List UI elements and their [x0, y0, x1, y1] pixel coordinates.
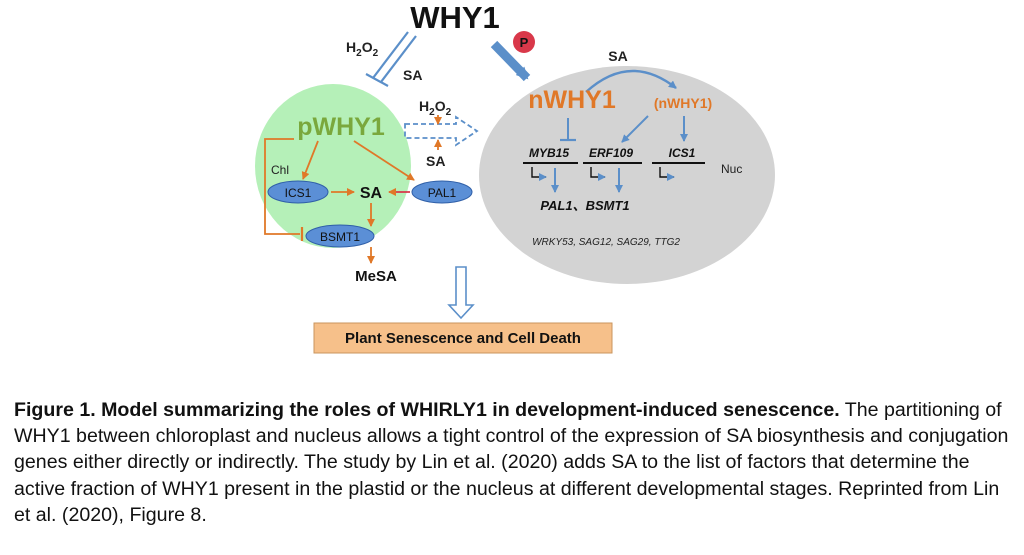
chloroplast-shape: [255, 84, 411, 248]
caption-title: Figure 1. Model summarizing the roles of…: [14, 399, 840, 421]
chl-label: Chl: [271, 163, 289, 177]
nucleus-shape: [479, 66, 775, 284]
ics1-label: ICS1: [285, 186, 312, 200]
bsmt1-label: BSMT1: [320, 230, 360, 244]
sa-chloroplast-label: SA: [360, 185, 383, 202]
why1-to-chloroplast-line-a: [372, 31, 409, 79]
sa-mid-label: SA: [426, 153, 445, 169]
why1-label: WHY1: [410, 0, 500, 35]
bsmt1-enzyme: [305, 224, 375, 248]
sa-top-right-label: SA: [608, 48, 627, 64]
dashed-transfer-arrow: [404, 115, 479, 147]
why1-to-nucleus-arrow: [490, 40, 531, 82]
outcome-label: Plant Senescence and Cell Death: [345, 330, 581, 347]
nuc-label: Nuc: [721, 162, 742, 176]
myb15-promoter: [531, 167, 547, 181]
phospho-badge: [513, 31, 535, 53]
figure-caption: Figure 1. Model summarizing the roles of…: [14, 397, 1020, 528]
inhibit-bar-left: [365, 73, 389, 87]
caption-body: The partitioning of WHY1 between chlorop…: [14, 399, 1009, 526]
whirly1-diagram: WHY1 H2O2 SA P SA H2O2 SA pWHY1 Chl ICS1…: [255, 0, 775, 354]
phospho-label: P: [520, 35, 529, 50]
pwhy1-to-pal1-arrow: [353, 140, 415, 181]
ics1-enzyme: [267, 180, 329, 204]
pwhy1-label: pWHY1: [297, 113, 385, 141]
pwhy1-inhibit-bsmt1: [264, 138, 300, 235]
myb15-gene: MYB15: [529, 146, 569, 160]
ics1-promoter: [659, 167, 675, 181]
other-genes: WRKY53, SAG12, SAG29, TTG2: [532, 237, 680, 248]
outcome-box: [313, 322, 613, 354]
pwhy1-to-ics1-arrow: [301, 140, 319, 180]
ics1-gene: ICS1: [669, 146, 696, 160]
pal1-enzyme: [411, 180, 473, 204]
nwhy1-alt-label: (nWHY1): [654, 95, 712, 111]
erf109-gene: ERF109: [589, 146, 633, 160]
h2o2-mid-label: H2O2: [419, 98, 452, 118]
pal1-label: PAL1: [428, 186, 457, 200]
sa-curved-arrow: [585, 69, 677, 93]
why1-to-chloroplast-line-b: [380, 35, 417, 83]
outcome-hollow-arrow: [447, 266, 475, 320]
erf109-promoter: [590, 167, 606, 181]
nwhy1-label: nWHY1: [528, 86, 616, 114]
sa-left-label: SA: [403, 67, 422, 83]
nucleus-targets: PAL1、BSMT1: [540, 198, 629, 213]
mesa-label: MeSA: [355, 268, 397, 285]
h2o2-left-label: H2O2: [346, 39, 379, 59]
nwhy1alt-to-erf109-arrow: [621, 115, 649, 143]
